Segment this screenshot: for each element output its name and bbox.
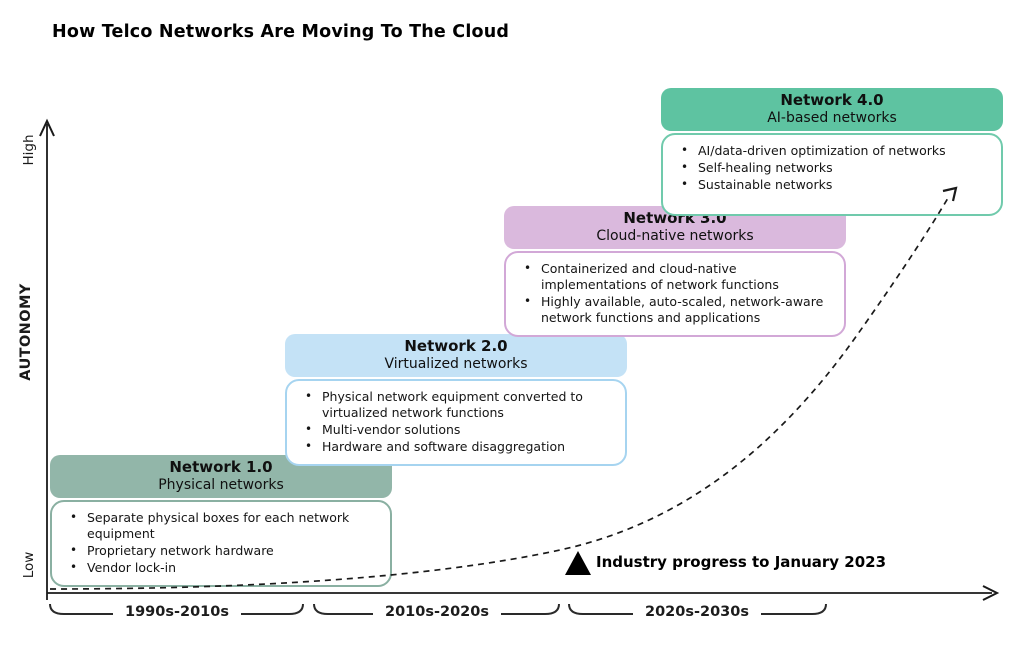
y-axis-min-label: Low [21,551,37,579]
stage-4-bullet-list: AI/data-driven optimization of networks … [663,143,993,193]
bullet-item: Containerized and cloud-native implement… [522,261,832,293]
stage-1-bullet-list: Separate physical boxes for each network… [52,510,382,576]
stage-1-subtitle: Physical networks [158,476,284,493]
x-axis-arrowhead [982,585,1000,601]
stage-3-subtitle: Cloud-native networks [596,227,754,244]
stage-2-subtitle: Virtualized networks [384,355,528,372]
stage-2-details: Physical network equipment converted to … [285,378,627,466]
bullet-item: Hardware and software disaggregation [303,439,613,455]
y-axis-title: AUTONOMY [18,283,34,381]
stage-4-title: Network 4.0 [780,91,884,109]
bullet-item: Physical network equipment converted to … [303,389,613,421]
bullet-item: Self-healing networks [679,160,989,176]
stage-4-details: AI/data-driven optimization of networks … [661,132,1003,216]
y-axis-max-label: High [21,134,37,166]
period-label-3: 2020s-2030s [645,604,749,620]
stage-network-4: Network 4.0 AI-based networks AI/data-dr… [661,88,1003,216]
stage-network-1: Network 1.0 Physical networks Separate p… [50,455,392,587]
stage-1-details: Separate physical boxes for each network… [50,499,392,587]
stage-4-subtitle: AI-based networks [767,109,897,126]
stage-3-details: Containerized and cloud-native implement… [504,250,846,337]
bullet-item: Proprietary network hardware [68,543,378,559]
stage-4-header: Network 4.0 AI-based networks [661,88,1003,131]
bullet-item: Multi-vendor solutions [303,422,613,438]
triangle-marker-icon [565,551,591,575]
page-title: How Telco Networks Are Moving To The Clo… [52,22,510,42]
bullet-item: AI/data-driven optimization of networks [679,143,989,159]
bullet-item: Sustainable networks [679,177,989,193]
stage-network-3: Network 3.0 Cloud-native networks Contai… [504,206,846,337]
stage-2-header: Network 2.0 Virtualized networks [285,334,627,377]
stage-2-bullet-list: Physical network equipment converted to … [287,389,617,455]
bullet-item: Highly available, auto-scaled, network-a… [522,294,832,326]
stage-2-title: Network 2.0 [404,337,508,355]
y-axis-arrowhead [39,118,55,137]
period-label-1: 1990s-2010s [125,604,229,620]
period-label-2: 2010s-2020s [385,604,489,620]
bullet-item: Vendor lock-in [68,560,378,576]
stage-3-bullet-list: Containerized and cloud-native implement… [506,261,836,326]
x-axis [47,585,1000,601]
bullet-item: Separate physical boxes for each network… [68,510,378,542]
stage-network-2: Network 2.0 Virtualized networks Physica… [285,334,627,466]
industry-progress-label: Industry progress to January 2023 [596,553,887,571]
